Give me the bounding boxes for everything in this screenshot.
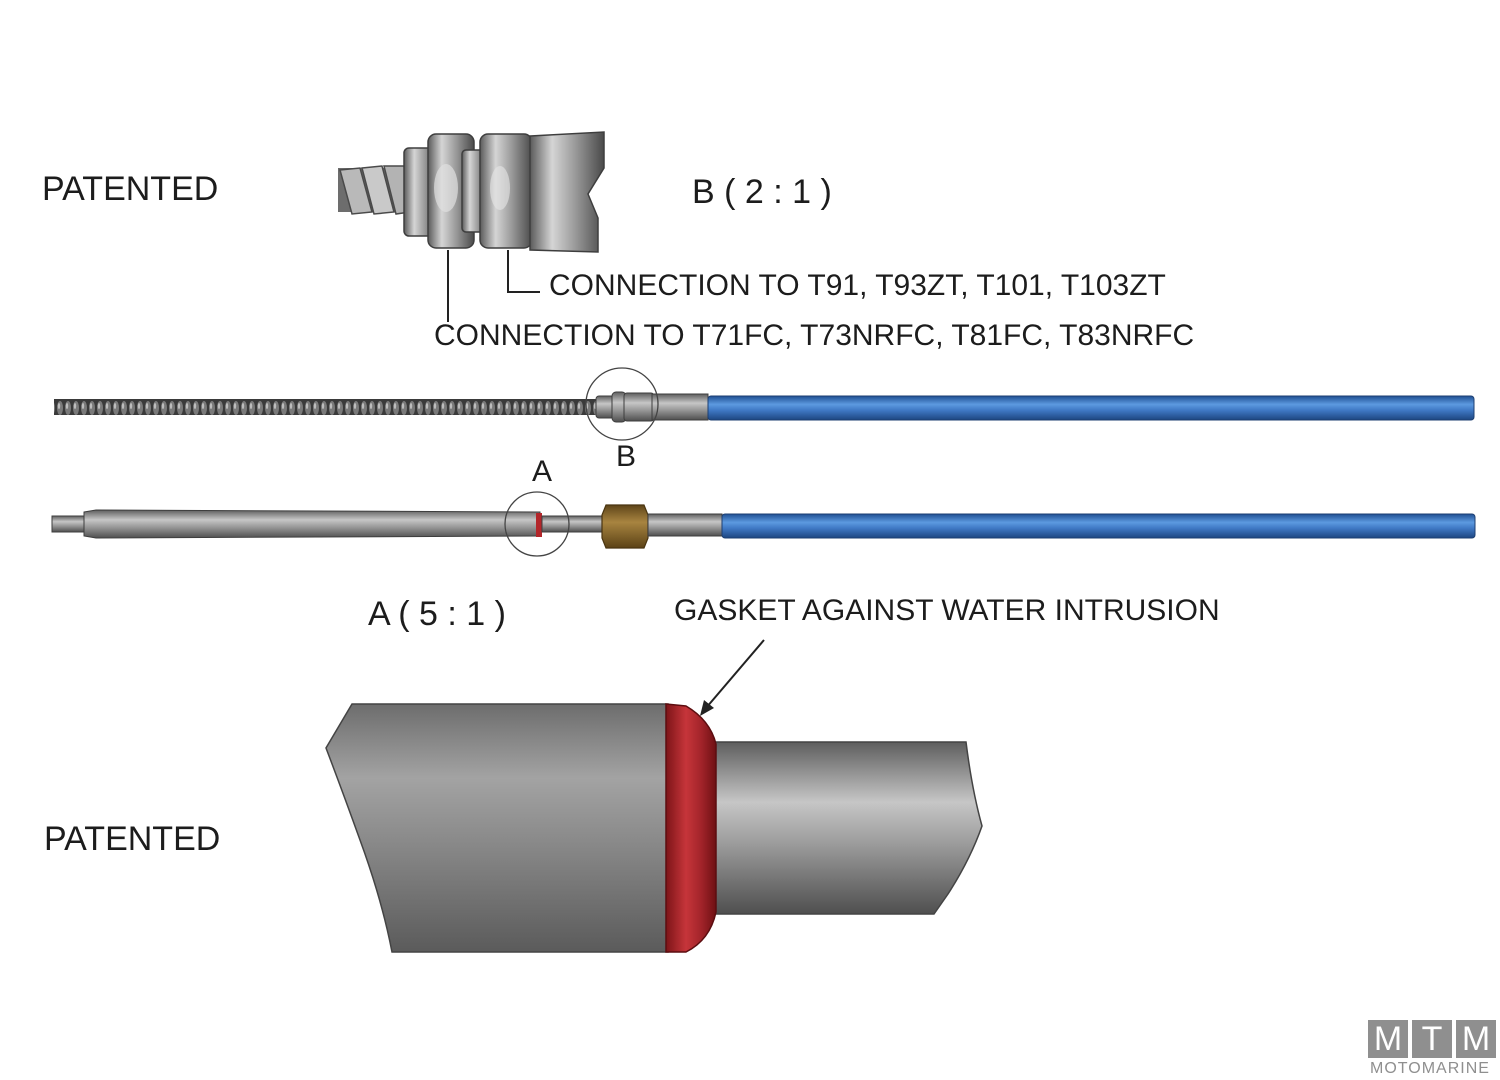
leader-line-connection-1 (507, 250, 540, 293)
cable-2-gasket (536, 513, 542, 537)
cable-1-spring-core (54, 399, 596, 415)
cable-2-rod (83, 509, 541, 539)
detail-a-gasket (665, 703, 717, 953)
marker-b-label: B (616, 440, 637, 473)
cable-1-connector-groove (595, 395, 615, 419)
detail-b-spring (338, 165, 411, 215)
cable-1-blue-sheath (707, 395, 1475, 421)
cable-2-inner-shaft (541, 515, 607, 533)
cable-1-ferrule (651, 393, 709, 421)
gasket-label: GASKET AGAINST WATER INTRUSION (674, 594, 1220, 627)
marker-a-label: A (532, 455, 553, 488)
detail-a-rod-body (325, 703, 669, 953)
cable-2-blue-sheath (721, 513, 1476, 539)
detail-a-inner-shaft (707, 741, 983, 915)
logo-letter-m2: M (1456, 1020, 1496, 1058)
cable-2 (51, 491, 1476, 557)
cable-2-ferrule (647, 513, 723, 537)
detail-b-title: B ( 2 : 1 ) (692, 173, 832, 211)
detail-a-title: A ( 5 : 1 ) (368, 595, 506, 633)
cable-1 (54, 367, 1475, 441)
cable-2-rod-tip (51, 515, 87, 533)
patented-label-bottom: PATENTED (44, 820, 221, 858)
logo-letter-m1: M (1368, 1020, 1408, 1058)
connection-label-2: CONNECTION TO T71FC, T73NRFC, T81FC, T83… (434, 319, 1195, 352)
logo-subtitle: MOTOMARINE (1370, 1060, 1490, 1077)
detail-b-body (529, 131, 605, 253)
detail-a-marker-circle (504, 491, 570, 557)
detail-b-marker-circle (585, 367, 659, 441)
detail-a-enlarged (325, 703, 983, 953)
cable-1-connector-body (623, 392, 655, 422)
detail-b-fitting (338, 131, 605, 253)
mtm-motomarine-logo: M T M MOTOMARINE (1368, 1020, 1496, 1078)
connection-label-1: CONNECTION TO T91, T93ZT, T101, T103ZT (549, 269, 1166, 302)
patented-label-top: PATENTED (42, 170, 219, 208)
logo-letter-t: T (1412, 1020, 1452, 1058)
gasket-leader-arrow (700, 639, 765, 716)
cable-2-nut (601, 504, 649, 549)
